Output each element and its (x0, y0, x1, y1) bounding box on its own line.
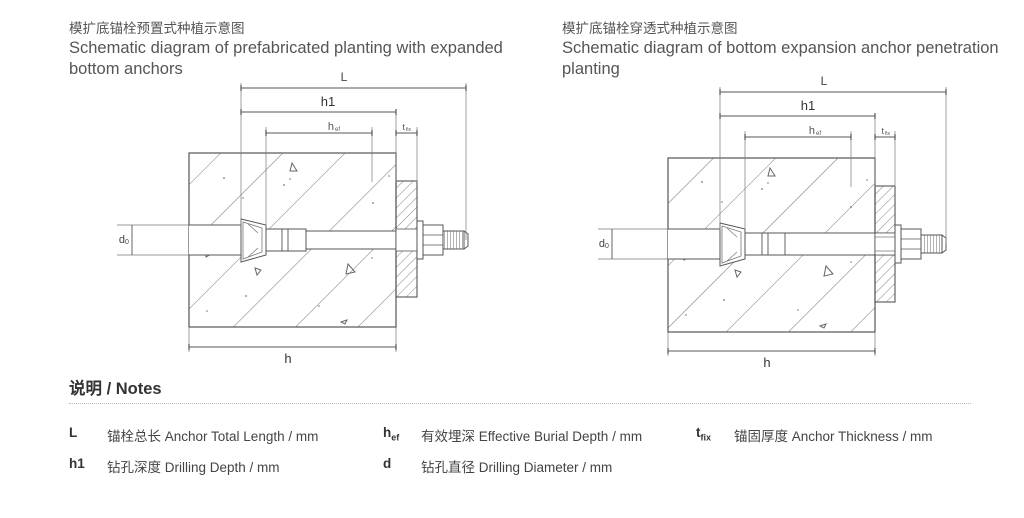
right-diagram: L h1 h ef t fix d 0 h (598, 74, 947, 370)
left-label-d0-sub: 0 (125, 239, 129, 246)
note-text-tfix: 锚固厚度 Anchor Thickness / mm (734, 429, 933, 444)
right-label-h1: h1 (801, 98, 815, 113)
right-aggregate-marks (683, 166, 868, 329)
left-label-h1: h1 (321, 94, 335, 109)
left-label-d0: d (119, 234, 125, 246)
right-sleeve (744, 232, 896, 256)
left-thread (442, 230, 465, 250)
right-title-en-line2: planting (562, 60, 620, 78)
right-label-d0-sub: 0 (605, 243, 609, 250)
right-title-zh: 模扩底锚栓穿透式种植示意图 (562, 21, 738, 36)
right-thread (920, 234, 943, 254)
note-symbol-hef: hef (383, 425, 400, 443)
left-label-tfix-sub: fix (406, 127, 412, 133)
right-label-hef-sub: ef (816, 131, 821, 137)
note-text-d: 钻孔直径 Drilling Diameter / mm (421, 460, 613, 475)
right-washer (894, 224, 902, 264)
note-symbol-tfix: tfix (696, 425, 712, 443)
note-symbol-h1: h1 (69, 456, 85, 471)
left-label-h: h (284, 351, 291, 366)
left-nut (422, 224, 444, 256)
anchor-diagrams: L h1 h ef t fix d 0 h (117, 70, 947, 370)
left-bolt-shaft (305, 230, 397, 250)
left-label-hef: h (328, 121, 334, 133)
left-title-en-line1: Schematic diagram of prefabricated plant… (69, 39, 503, 57)
left-title-en-line2: bottom anchors (69, 60, 183, 78)
note-text-h1: 钻孔深度 Drilling Depth / mm (107, 460, 280, 475)
left-undercut-cone (240, 218, 267, 263)
notes-divider (69, 403, 971, 404)
note-text-L: 锚栓总长 Anchor Total Length / mm (107, 429, 319, 444)
left-title-zh: 模扩底锚栓预置式种植示意图 (69, 21, 245, 36)
right-nut (900, 228, 922, 260)
left-sleeve (265, 228, 307, 252)
right-label-tfix: t (881, 126, 884, 136)
note-text-hef: 有效埋深 Effective Burial Depth / mm (421, 429, 643, 444)
right-label-hef: h (809, 125, 815, 137)
left-washer (416, 220, 424, 260)
note-symbol-d: d (383, 456, 392, 471)
left-diagram: L h1 h ef t fix d 0 h (117, 70, 469, 366)
right-label-L: L (821, 74, 828, 88)
right-label-tfix-sub: fix (885, 131, 891, 137)
right-undercut-cone (719, 222, 746, 267)
right-label-d0: d (599, 238, 605, 250)
notes-heading: 说明 / Notes (69, 380, 162, 398)
right-title-en-line1: Schematic diagram of bottom expansion an… (562, 39, 999, 57)
left-label-hef-sub: ef (335, 127, 340, 133)
left-label-L: L (341, 70, 348, 84)
left-label-tfix: t (402, 122, 405, 132)
note-symbol-L: L (69, 425, 78, 440)
right-label-h: h (763, 355, 770, 370)
